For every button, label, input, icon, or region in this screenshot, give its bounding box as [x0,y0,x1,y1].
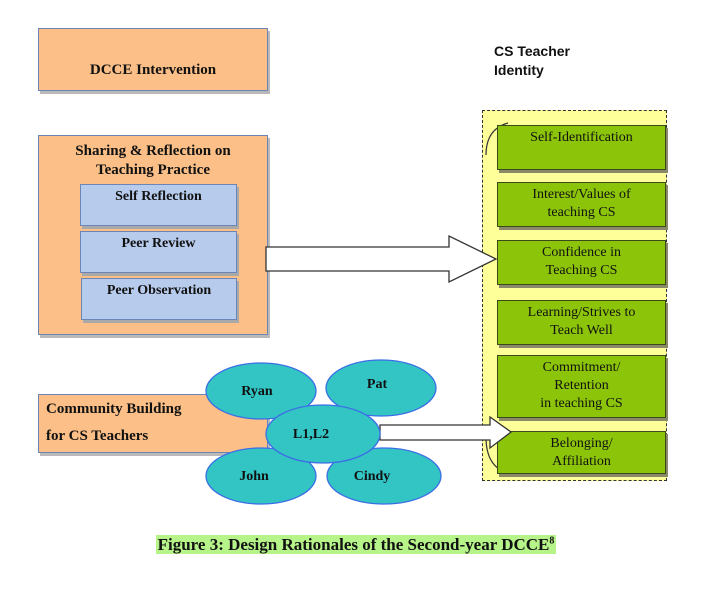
identity-title-line2: Identity [494,62,544,78]
identity-item: Belonging/Affiliation [497,431,666,474]
arrow-shape [265,234,498,284]
practice-item-label: Self Reflection [115,189,202,204]
identity-item-line: in teaching CS [540,396,623,411]
identity-title-line1: CS Teacher [494,43,570,59]
arrow-shape [379,415,513,450]
member-cindy: Cindy [326,447,442,505]
identity-item: Commitment/Retention in teaching CS [497,355,666,418]
identity-item: Self-Identification [497,125,666,170]
practice-item: Self Reflection [80,184,237,226]
community-members-cluster: Ryan Pat John Cindy L1,L2 [205,359,442,505]
community-line1: Community Building [46,401,182,417]
sharing-to-identity-arrow [265,234,498,284]
caption-highlight: Figure 3: Design Rationales of the Secon… [155,535,557,554]
community-line2: for CS Teachers [46,428,149,444]
member-label: John [239,469,269,484]
identity-item-line: Teaching CS [545,263,618,278]
brace-top-curve [485,122,509,156]
identity-item: Confidence in Teaching CS [497,240,666,285]
caption-superscript: 8 [549,535,555,547]
identity-item-line: Commitment/ [542,360,621,375]
sharing-reflection-title: Sharing & Reflection on Teaching Practic… [39,142,267,180]
member-ryan: Ryan [205,362,317,420]
member-label: Ryan [241,384,273,399]
identity-container [482,110,667,481]
identity-item-line: Interest/Values of [532,187,631,202]
identity-title: CS Teacher Identity [494,42,570,80]
member-label: Cindy [354,469,391,484]
identity-item-line: teaching CS [547,205,616,220]
identity-item-line: Affiliation [552,454,611,469]
identity-item-line: Retention [554,378,609,393]
identity-item-line: Self-Identification [530,130,633,145]
practice-item: Peer Observation [81,278,237,320]
member-l1-l2: L1,L2 [265,404,381,464]
community-to-belonging-arrow [379,415,513,450]
sharing-title-line1: Sharing & Reflection on [75,143,231,159]
caption-text: Figure 3: Design Rationales of the Secon… [157,535,550,554]
dcce-intervention-box: DCCE Intervention [38,28,268,91]
dcce-intervention-label: DCCE Intervention [89,62,217,78]
member-john: John [205,447,317,505]
practice-item-label: Peer Observation [106,283,212,298]
member-label: L1,L2 [293,427,329,442]
sharing-title-line2: Teaching Practice [95,162,210,178]
identity-item-line: Belonging/ [550,436,613,451]
figure-caption: Figure 3: Design Rationales of the Secon… [0,535,712,555]
member-pat: Pat [325,359,437,417]
identity-item-line: Learning/Strives to [527,305,636,320]
identity-item: Interest/Values of teaching CS [497,182,666,227]
member-label: Pat [367,377,388,392]
identity-item-line: Confidence in [542,245,621,260]
practice-item: Peer Review [80,231,237,273]
practice-item-label: Peer Review [121,236,196,251]
identity-item: Learning/Strives to Teach Well [497,300,666,345]
identity-item-line: Teach Well [550,323,613,338]
